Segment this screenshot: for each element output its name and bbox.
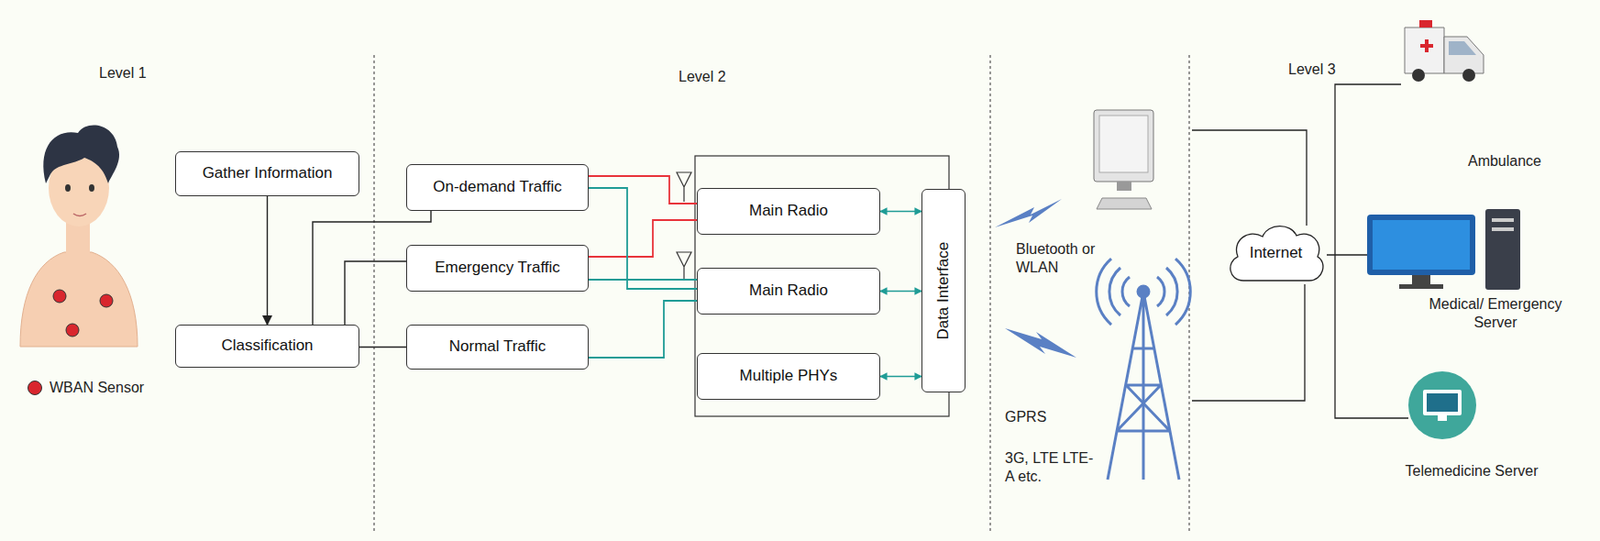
text-label: GPRS <box>1004 408 1079 427</box>
cell-tower <box>1096 258 1192 480</box>
text-label: 3G, LTE LTE-A etc. <box>1004 449 1097 486</box>
telemedicine-icon <box>1408 371 1477 440</box>
node-text: Main Radio <box>749 201 828 221</box>
level-dividers <box>374 55 1190 532</box>
node-text: Data Interface <box>934 242 953 341</box>
cloud-node: Internet <box>1224 220 1327 287</box>
patient-figure <box>20 125 138 347</box>
node-text: Main Radio <box>749 281 828 300</box>
ambulance-icon <box>1404 20 1484 82</box>
connector <box>588 187 697 289</box>
computer-icon <box>1093 110 1154 210</box>
node-text: Emergency Traffic <box>434 258 561 277</box>
node-text: Gather Information <box>202 164 333 183</box>
node-text: Normal Traffic <box>449 337 547 356</box>
node-text: Internet <box>1249 243 1303 263</box>
level-label: Level 1 <box>99 64 173 83</box>
connector <box>359 346 407 348</box>
text-label: Medical/ Emergency Server <box>1417 295 1574 332</box>
node-text: On-demand Traffic <box>432 177 562 197</box>
process-box: Classification <box>175 324 360 368</box>
legend-text: WBAN Sensor <box>49 379 144 397</box>
process-box: Gather Information <box>175 151 360 197</box>
connector <box>344 261 407 325</box>
legend-swatch <box>27 380 43 396</box>
connector <box>588 176 697 204</box>
process-box: Main Radio <box>696 187 881 235</box>
connector <box>588 278 697 281</box>
process-box: Multiple PHYs <box>696 353 881 400</box>
radio-unit-frame <box>695 155 949 417</box>
text-label: Ambulance <box>1445 152 1565 171</box>
level-label: Level 2 <box>678 67 752 87</box>
process-box: Emergency Traffic <box>406 244 589 292</box>
antennas <box>676 172 692 280</box>
text-label: Bluetooth or WLAN <box>1015 240 1119 277</box>
process-box: Data Interface <box>921 188 966 393</box>
process-box: Normal Traffic <box>406 324 589 370</box>
connector <box>880 375 922 377</box>
process-box: On-demand Traffic <box>406 164 589 211</box>
node-text: Multiple PHYs <box>739 366 839 386</box>
process-box: Main Radio <box>696 267 881 315</box>
wireless-bolts <box>994 198 1077 358</box>
legend-row: WBAN Sensor <box>27 379 144 397</box>
server-icon <box>1367 209 1521 290</box>
connector <box>266 196 268 325</box>
text-label: Telemedicine Server <box>1402 462 1541 481</box>
connector <box>880 290 922 292</box>
connector <box>588 300 697 358</box>
connector <box>880 210 922 212</box>
node-text: Classification <box>220 336 313 355</box>
connector <box>588 220 697 257</box>
level-label: Level 3 <box>1288 60 1362 79</box>
